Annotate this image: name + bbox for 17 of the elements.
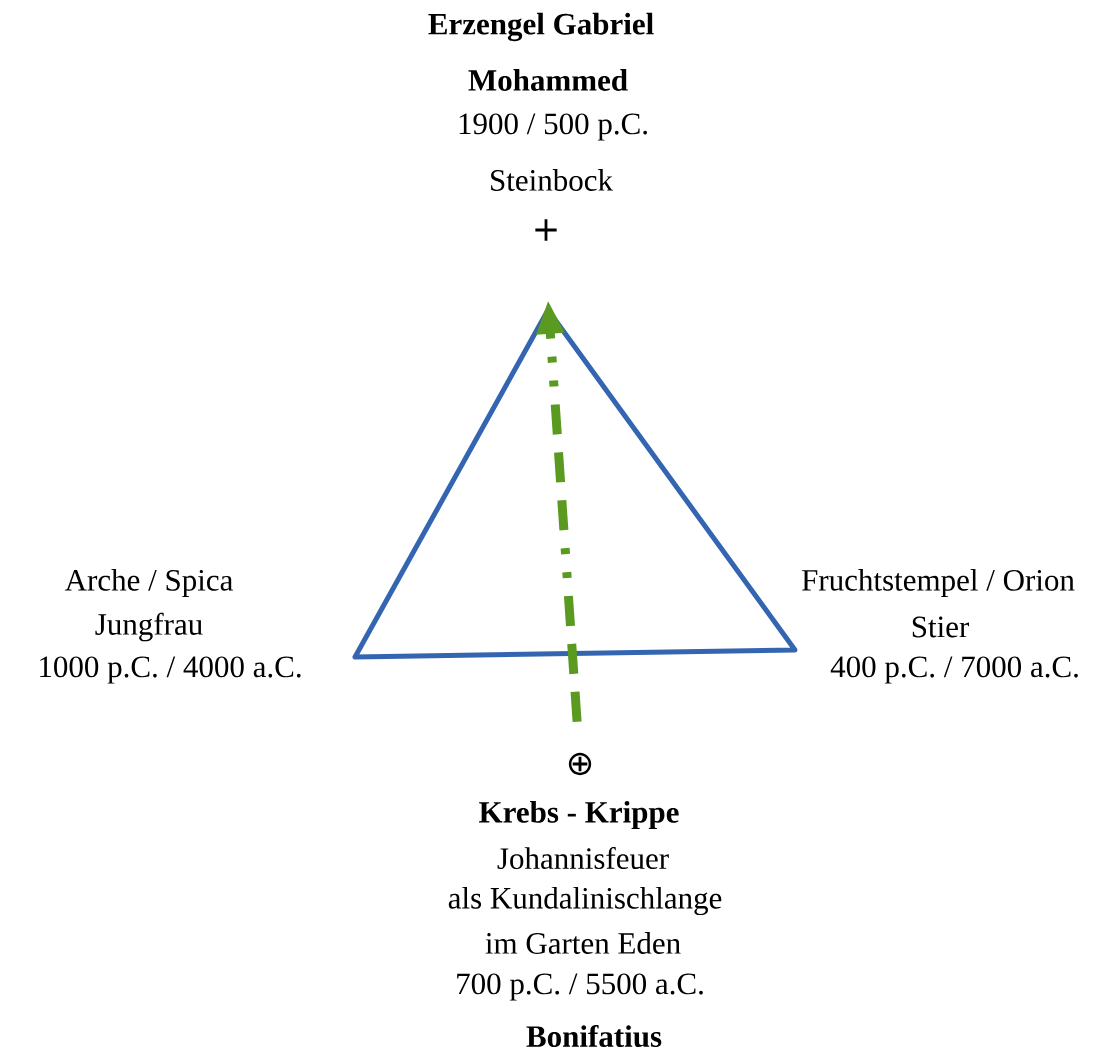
label-text: 400 p.C. / 7000 a.C.: [830, 656, 1078, 684]
symbol: +: [535, 219, 557, 241]
label-text: 1900 / 500 p.C.: [459, 113, 647, 141]
label-text: Johannisfeuer: [497, 846, 669, 870]
symbol: ⊕: [568, 752, 592, 776]
label-text: Bonifatius: [526, 1024, 662, 1048]
label-text: Krebs - Krippe: [479, 800, 679, 830]
label-text: 700 p.C. / 5500 a.C.: [457, 973, 703, 1001]
label-text: Steinbock: [491, 169, 614, 191]
label-text: Jungfrau: [95, 612, 203, 642]
label-text: im Garten Eden: [485, 932, 681, 954]
label-text: Erzengel Gabriel: [428, 12, 654, 42]
label-text: als Kundalinischlange: [448, 886, 722, 916]
label-text: Stier: [912, 616, 970, 638]
label-text: 1000 p.C. / 4000 a.C.: [40, 656, 301, 684]
label-text: Mohammed: [468, 69, 628, 91]
label-text: Arche / Spica: [64, 568, 233, 598]
